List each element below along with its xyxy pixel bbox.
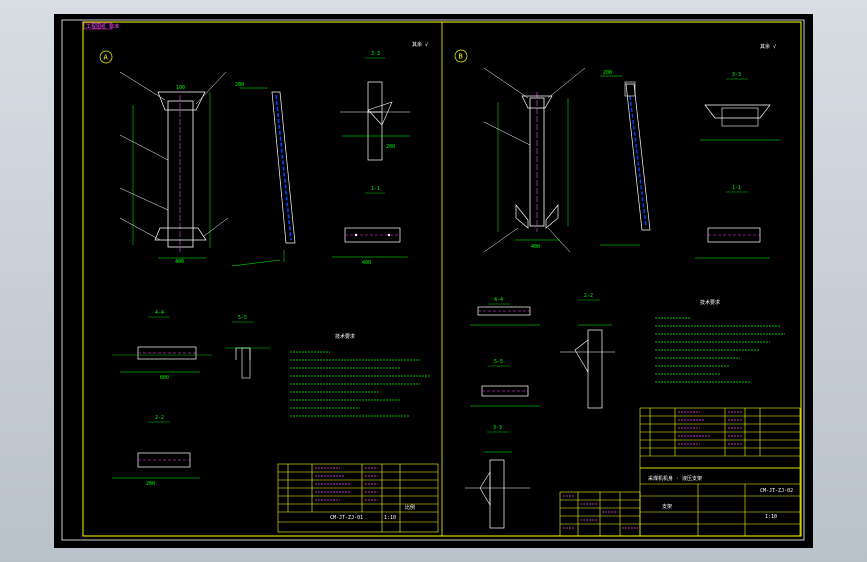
section-tag: 1-1 [732,185,741,191]
section-2-2-right: 2-2 [560,293,615,409]
view-b-label: B [459,53,463,61]
section-6-6-right: 3-3 [465,425,530,529]
section-tag: 2-2 [155,415,164,421]
section-1-1-left: 1-1 400 [332,186,408,266]
section-4-4-right: 4-4 [470,297,540,326]
drawing-canvas: 工程图纸 标准 A 其余 √ 100 400 200 3-3 [54,14,813,548]
drawing-number-left: CM-JT-ZJ-01 [330,515,363,521]
project-title-right: 采煤机机身 · 液压支架 [648,475,702,482]
section-tag: 5-5 [494,359,503,365]
main-column-right: 400 [483,67,586,253]
caption-right: 支架 [662,503,672,510]
section-tag: 3-3 [371,51,380,57]
section-tag: 3-3 [493,425,502,431]
svg-text:200: 200 [235,82,244,88]
svg-text:200: 200 [386,144,395,150]
svg-text:400: 400 [531,244,540,250]
section-5-5-left: 5-5 [225,315,270,379]
tech-notes-right: 技术要求 [655,299,785,383]
drawing-number-right: CM-JT-ZJ-02 [760,488,793,494]
section-tag: 4-4 [494,297,503,303]
svg-text:100: 100 [176,85,185,91]
section-tag: 1-1 [371,186,380,192]
slanted-member-left: 200 [231,82,296,267]
caption-left: 比例 [405,504,415,511]
svg-text:技术要求: 技术要求 [335,333,355,340]
slanted-member-right: 200 [600,70,651,246]
section-tag: 2-2 [584,293,593,299]
svg-text:200: 200 [603,70,612,76]
section-tag: 3-3 [732,72,741,78]
section-4-4-left: 4-4 600 [112,310,212,381]
roughness-note-right: 其余 √ [760,43,776,50]
section-3-3-right: 3-3 [700,72,780,141]
cad-sheet: 工程图纸 标准 A 其余 √ 100 400 200 3-3 [61,19,805,541]
svg-text:技术要求: 技术要求 [700,299,720,306]
view-b-circle [454,49,468,63]
svg-text:200: 200 [146,481,155,487]
section-1-1-right: 1-1 [695,185,770,259]
outer-border [61,19,805,541]
title-block-right [559,407,801,537]
title-stamp: 工程图纸 标准 [86,23,119,30]
section-2-2-left: 2-2 200 [112,415,200,487]
roughness-note-left: 其余 √ [412,41,428,48]
scale-right: 1:10 [765,514,777,520]
main-column-left: 100 400 [119,71,229,265]
section-tag: 5-5 [238,315,247,321]
view-a-label: A [104,54,109,62]
svg-text:600: 600 [160,375,169,381]
title-block-left [277,463,439,533]
section-3-3-left: 3-3 200 [340,51,410,161]
title-stamp-box [83,22,113,30]
view-a-circle [99,50,113,64]
tech-notes-left: 技术要求 [290,333,430,417]
scale-left: 1:10 [384,515,396,521]
svg-text:400: 400 [362,260,371,266]
section-tag: 4-4 [155,310,164,316]
section-5-5-right: 5-5 [470,359,540,407]
svg-text:400: 400 [175,259,184,265]
